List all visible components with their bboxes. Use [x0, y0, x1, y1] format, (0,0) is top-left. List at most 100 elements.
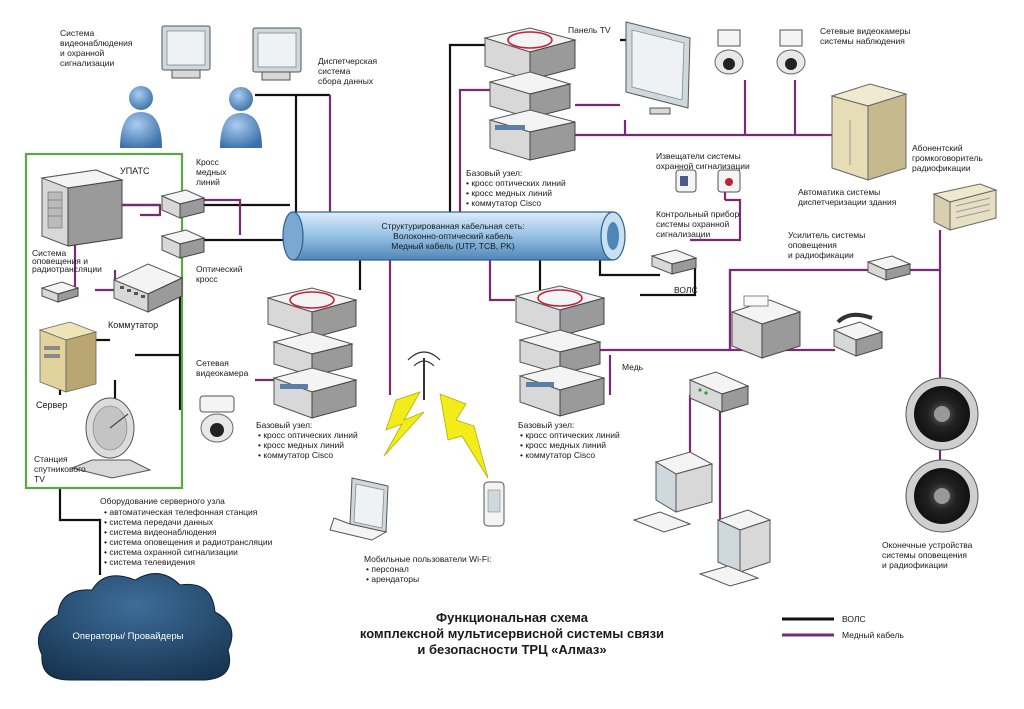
- copper-short-label: Медь: [622, 362, 644, 372]
- backbone-label-1: Структурированная кабельная сеть:: [381, 221, 524, 231]
- legend: ВОЛС Медный кабель: [782, 614, 904, 640]
- dispatch-system-label: Диспетчерская система сбора данных: [318, 56, 377, 86]
- svg-text:• персонал: • персонал: [366, 564, 409, 574]
- loudspeaker-1: [905, 377, 979, 451]
- grille-icon: [955, 197, 991, 219]
- svg-text:и радиофикации: и радиофикации: [882, 560, 948, 570]
- cctv-system-label: Система видеонаблюдения и охранной сигна…: [60, 28, 133, 68]
- pa-amplifier: [866, 255, 912, 281]
- keyboard-icon: [632, 511, 692, 533]
- svg-text:Сетевая: Сетевая: [196, 358, 229, 368]
- svg-text:• коммутатор Cisco: • коммутатор Cisco: [466, 198, 541, 208]
- svg-text:• кросс оптических линий: • кросс оптических линий: [520, 430, 620, 440]
- keyboard-icon: [329, 517, 388, 541]
- satellite-dish: [70, 397, 152, 479]
- telephone: [832, 312, 884, 357]
- network-cameras-label: Сетевые видеокамеры системы наблюдения: [820, 26, 911, 46]
- svg-text:радиофикации: радиофикации: [912, 163, 971, 173]
- svg-text:• система телевидения: • система телевидения: [104, 557, 195, 567]
- svg-text:• система передачи данных: • система передачи данных: [104, 517, 214, 527]
- wifi-users-label: Мобильные пользователи Wi-Fi: • персонал…: [364, 554, 491, 584]
- camera-lens-icon: [210, 423, 224, 437]
- pa-system-label: Система оповещения и радиотрансляции: [32, 248, 102, 274]
- svg-text:Оптический: Оптический: [196, 264, 243, 274]
- backbone-label-2: Волоконно-оптический кабель: [393, 231, 513, 241]
- control-panel-label: Контрольный прибор системы охранной сигн…: [656, 209, 740, 239]
- title-line-1: Функциональная схема: [436, 610, 589, 625]
- svg-text:сигнализации: сигнализации: [60, 58, 114, 68]
- svg-text:• коммутатор Cisco: • коммутатор Cisco: [258, 450, 333, 460]
- svg-text:• система оповещения и радиотр: • система оповещения и радиотрансляции: [104, 537, 273, 547]
- building-automation-label: Автоматика системы диспетчеризации здани…: [798, 187, 897, 207]
- svg-text:• система охранной сигнализаци: • система охранной сигнализации: [104, 547, 238, 557]
- svg-text:Абонентский: Абонентский: [912, 143, 963, 153]
- rack-slots-icon: [47, 191, 63, 229]
- svg-text:Базовый узел:: Базовый узел:: [466, 168, 522, 178]
- motion-detector-1: [675, 169, 697, 193]
- svg-text:спутникового: спутникового: [34, 464, 86, 474]
- svg-text:TV: TV: [34, 474, 45, 484]
- amplifier-label: Усилитель системы оповещения и радиофика…: [788, 230, 865, 260]
- svg-text:Базовый узел:: Базовый узел:: [518, 420, 574, 430]
- switch-device: [112, 263, 184, 313]
- svg-text:• кросс медных линий: • кросс медных линий: [466, 188, 552, 198]
- lightning-right-icon: [439, 393, 489, 479]
- network-camera-label: Сетевая видеокамера: [196, 358, 249, 378]
- svg-text:• система видеонаблюдения: • система видеонаблюдения: [104, 527, 217, 537]
- workstation-crt-2: [698, 509, 772, 587]
- svg-text:сигнализации: сигнализации: [656, 229, 710, 239]
- operator-workstation-1: [120, 25, 211, 148]
- svg-text:системы оповещения: системы оповещения: [882, 550, 967, 560]
- security-detectors-label: Извещатели системы охранной сигнализации: [656, 151, 750, 171]
- base-node-top: [483, 27, 577, 161]
- panel-tv-label: Панель TV: [568, 25, 611, 35]
- svg-text:Диспетчерская: Диспетчерская: [318, 56, 377, 66]
- svg-text:Кросс: Кросс: [196, 157, 220, 167]
- upats-label: УПАТС: [120, 166, 150, 176]
- svg-text:• кросс медных линий: • кросс медных линий: [258, 440, 344, 450]
- camera-lens-icon: [785, 58, 797, 70]
- svg-text:оповещения и: оповещения и: [32, 256, 88, 266]
- svg-text:оповещения: оповещения: [788, 240, 837, 250]
- pa-amplifier-device: [40, 281, 80, 303]
- satellite-label: Станция спутникового TV: [34, 454, 86, 484]
- svg-text:• арендаторы: • арендаторы: [366, 574, 419, 584]
- svg-text:системы наблюдения: системы наблюдения: [820, 36, 905, 46]
- dome-camera-2: [776, 29, 806, 75]
- backbone-label-3: Медный кабель (UTP, TCB, PK): [391, 241, 515, 251]
- alarm-control-panel: [650, 249, 698, 275]
- legend-fiber-label: ВОЛС: [842, 614, 866, 624]
- dome-camera-1: [714, 29, 744, 75]
- copper-cross-device: [160, 189, 206, 219]
- svg-text:Станция: Станция: [34, 454, 68, 464]
- server-label: Сервер: [36, 400, 67, 410]
- fiber-reel-icon: [289, 291, 335, 309]
- svg-text:система: система: [318, 66, 351, 76]
- base-node-right: [514, 285, 606, 417]
- subscriber-speaker-label: Абонентский громкоговоритель радиофикаци…: [912, 143, 983, 173]
- cloud-label: Операторы/ Провайдеры: [73, 631, 184, 642]
- server-device: [38, 321, 98, 393]
- svg-text:кросс: кросс: [196, 274, 218, 284]
- svg-text:Оборудование серверного узла: Оборудование серверного узла: [100, 496, 225, 506]
- title-line-3: и безопасности ТРЦ «Алмаз»: [417, 642, 606, 657]
- server-room-frame: [24, 152, 184, 490]
- camera-lens-icon: [723, 58, 735, 70]
- fiber-reel-icon: [537, 289, 583, 307]
- svg-text:Оконечные устройства: Оконечные устройства: [882, 540, 973, 550]
- svg-text:• кросс оптических линий: • кросс оптических линий: [258, 430, 358, 440]
- svg-text:Извещатели системы: Извещатели системы: [656, 151, 741, 161]
- svg-text:и охранной: и охранной: [60, 48, 105, 58]
- svg-text:Сетевые видеокамеры: Сетевые видеокамеры: [820, 26, 911, 36]
- diagram-title: Функциональная схема комплексной мультис…: [360, 610, 664, 657]
- svg-text:медных: медных: [196, 167, 227, 177]
- lightning-left-icon: [383, 391, 425, 457]
- fiber-reel-icon: [507, 31, 553, 49]
- person-icon: [120, 86, 162, 148]
- svg-text:• кросс медных линий: • кросс медных линий: [520, 440, 606, 450]
- svg-text:• автоматическая телефонная ст: • автоматическая телефонная станция: [104, 507, 258, 517]
- svg-text:диспетчеризации здания: диспетчеризации здания: [798, 197, 897, 207]
- keyboard-icon: [698, 565, 760, 587]
- svg-text:системы охранной: системы охранной: [656, 219, 730, 229]
